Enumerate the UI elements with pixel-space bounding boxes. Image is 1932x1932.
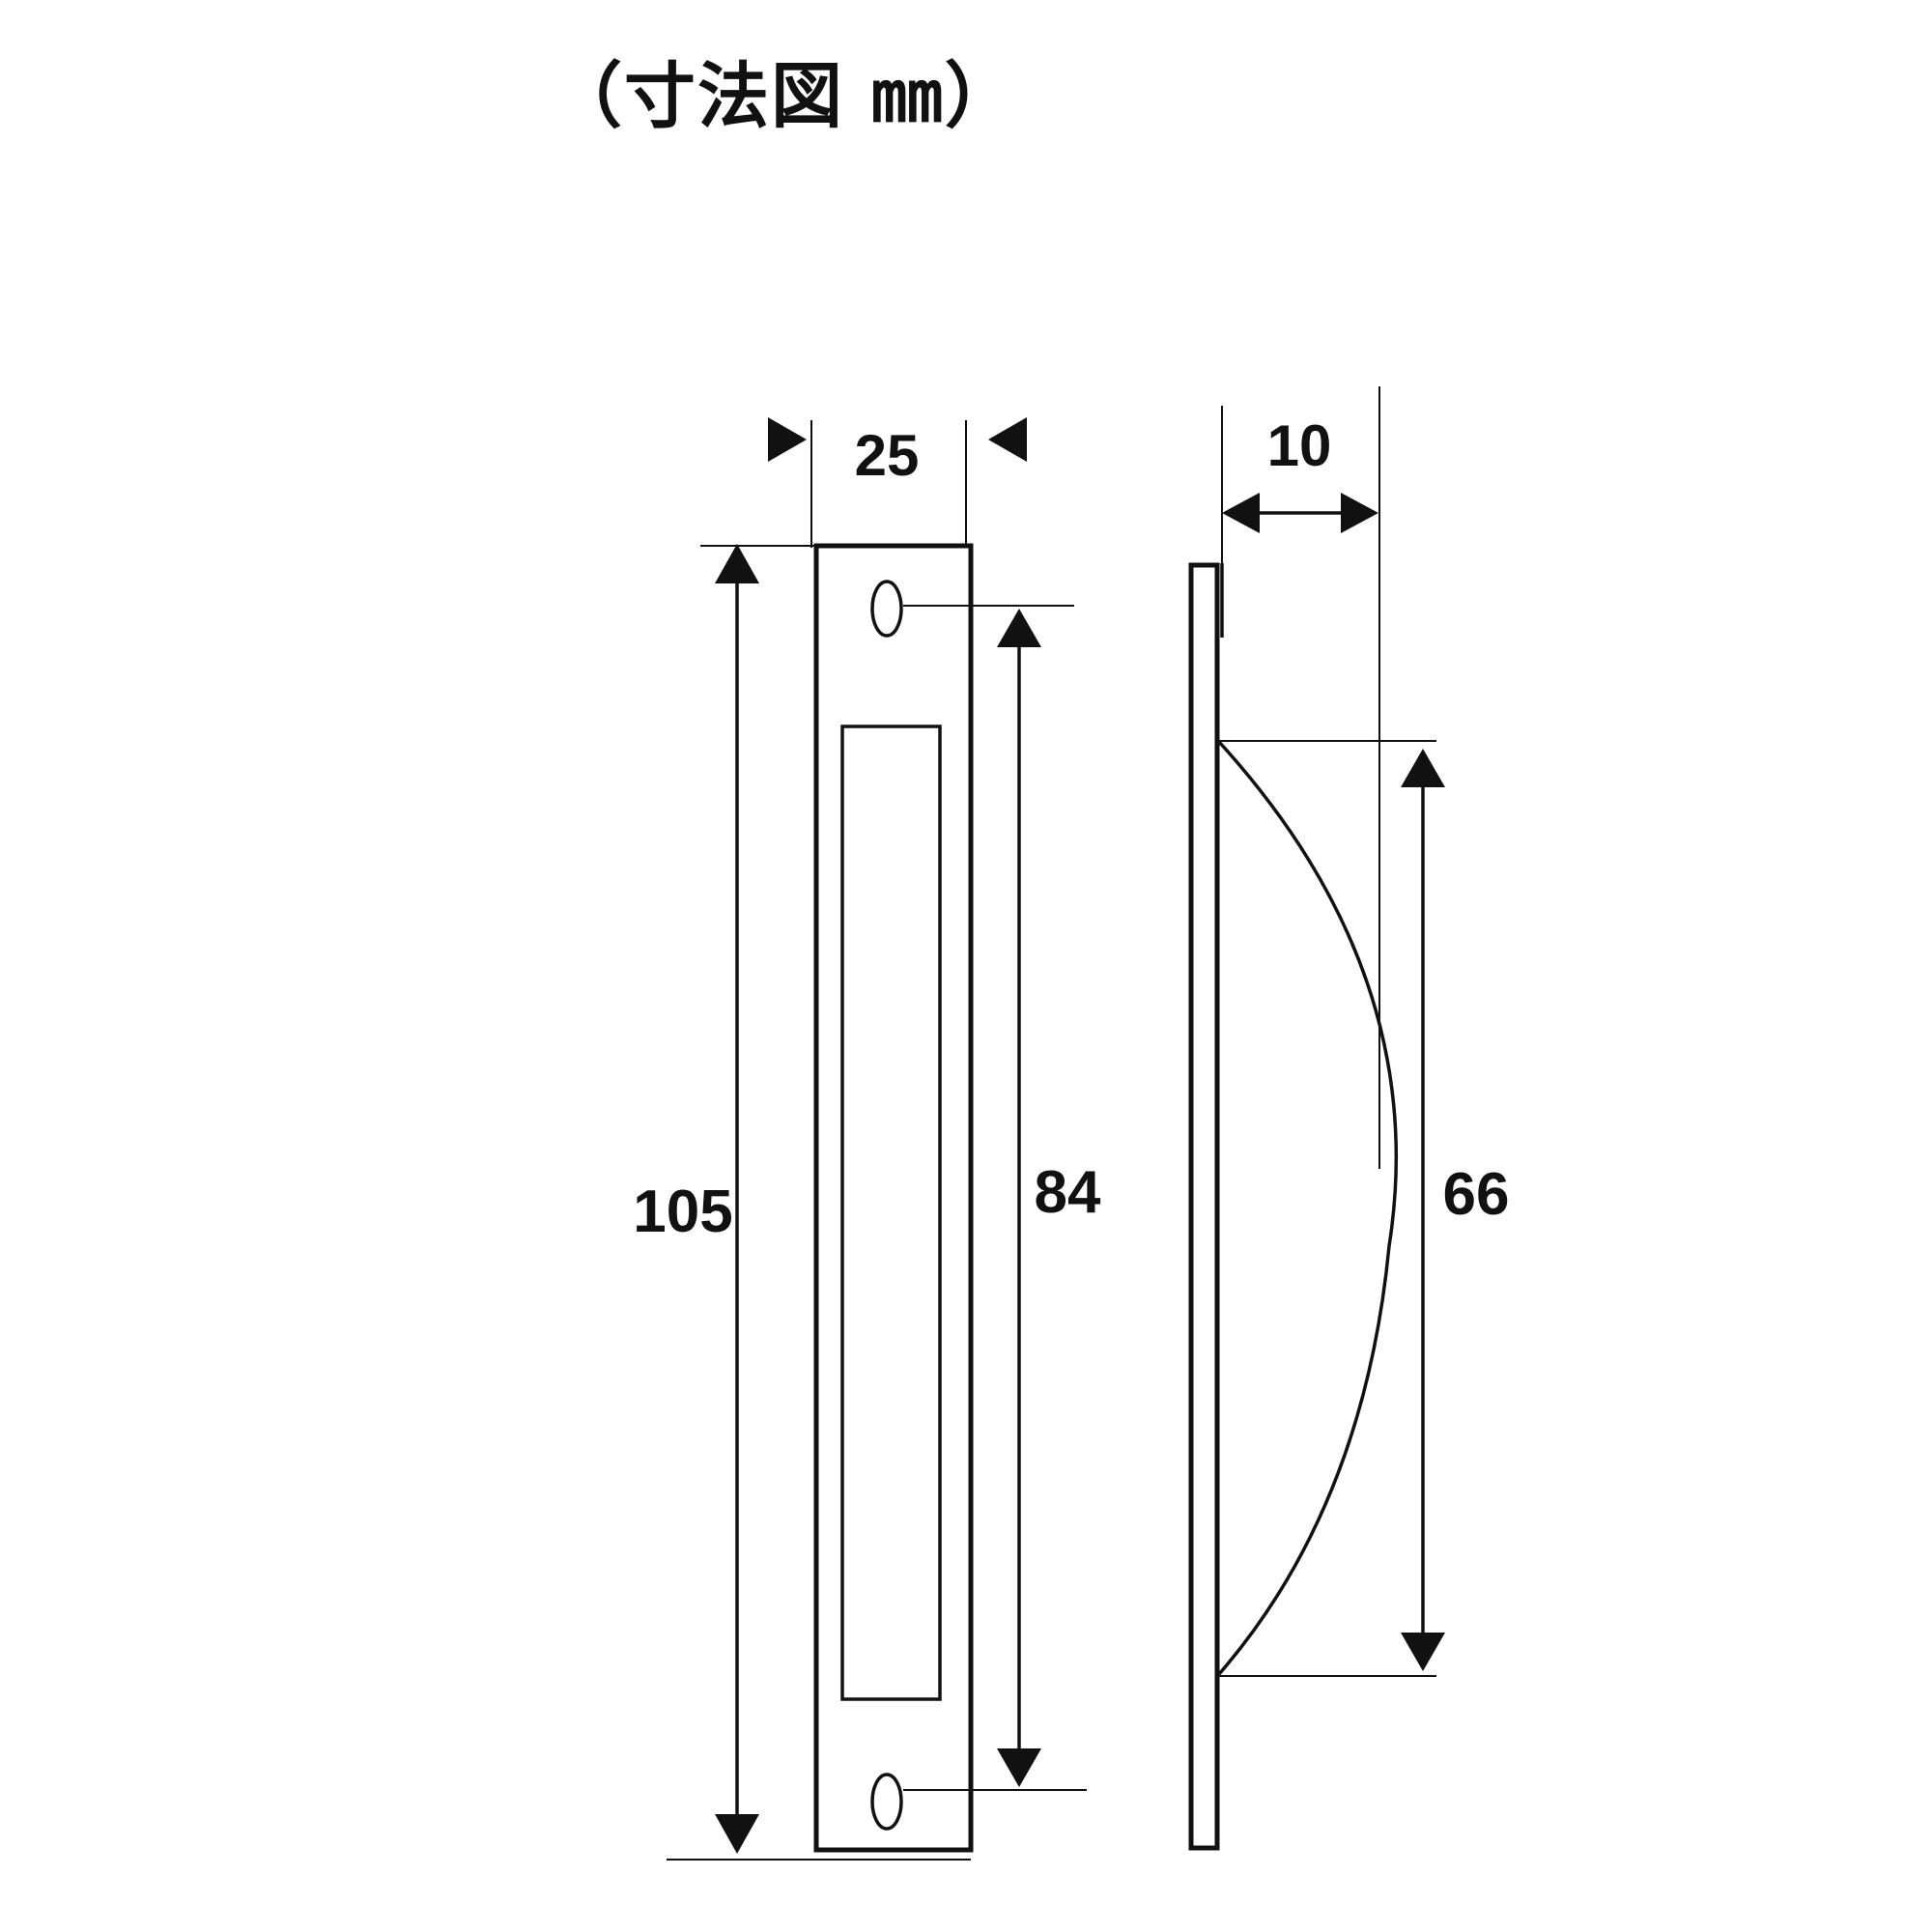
width-dimension-label: 25 [855, 423, 920, 488]
depth-dimension-label: 10 [1267, 413, 1332, 478]
grip-arrow-bottom [1401, 1633, 1445, 1671]
handle-recess-opening [840, 724, 942, 1701]
length-arrow-top [715, 544, 759, 583]
depth-arrow-left [1222, 493, 1260, 533]
width-arrow-right [988, 417, 1027, 462]
handle-grip-curve [1217, 740, 1399, 1676]
length-arrow-bottom [715, 1814, 759, 1854]
pitch-arrow-bottom [997, 1748, 1041, 1787]
width-arrow-left [768, 417, 807, 462]
depth-arrow-right [1341, 493, 1378, 533]
drawing-title: （寸法図 ㎜） [551, 55, 1018, 138]
bottom-screw-hole [870, 1773, 903, 1831]
pitch-arrow-top [997, 609, 1041, 647]
pitch-dimension-label: 84 [1035, 1159, 1101, 1226]
top-screw-hole [870, 580, 903, 638]
front-plate-outline [813, 543, 974, 1853]
grip-dimension-label: 66 [1443, 1161, 1510, 1228]
grip-arrow-top [1401, 749, 1445, 787]
length-dimension-label: 105 [633, 1179, 732, 1245]
side-plate-outline [1188, 562, 1220, 1851]
